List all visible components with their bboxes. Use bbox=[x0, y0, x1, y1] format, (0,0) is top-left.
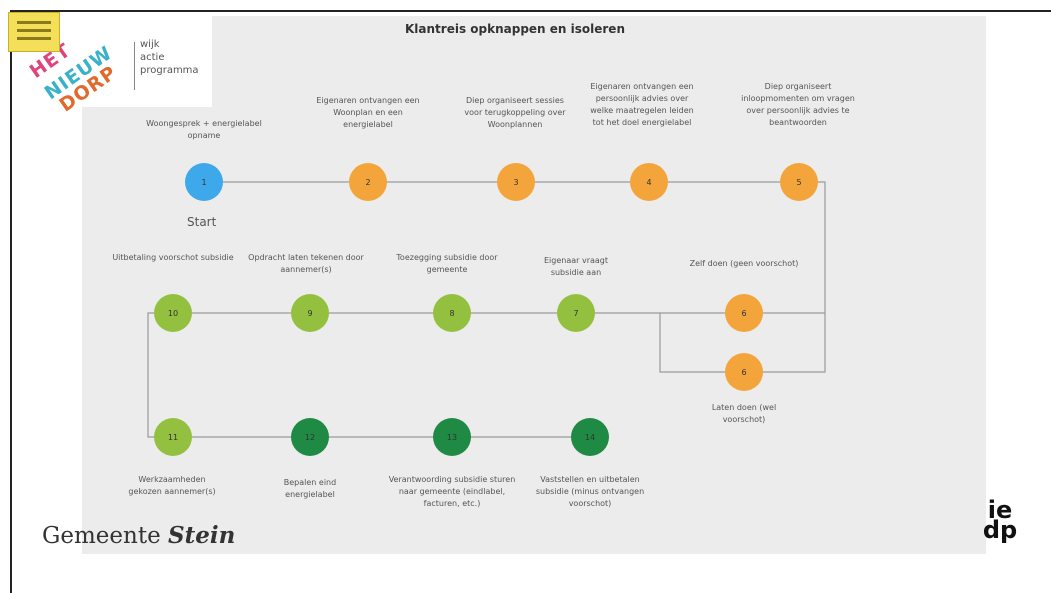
step-label-8: Toezegging subsidie door gemeente bbox=[396, 253, 498, 274]
right-connector-bottom bbox=[744, 313, 826, 373]
municipality-prefix: Gemeente bbox=[42, 523, 161, 549]
step-node-2: 2 bbox=[349, 163, 387, 201]
step-label-2: Eigenaren ontvangen een Woonplan en een … bbox=[316, 96, 420, 129]
step-node-3: 3 bbox=[497, 163, 535, 201]
logo-subtitle-line-3: programma bbox=[140, 65, 199, 76]
municipality-name: Gemeente Stein bbox=[42, 522, 235, 549]
step-label-10: Uitbetaling voorschot subsidie bbox=[112, 253, 234, 262]
step-label-14: Vaststellen en uitbetalen subsidie (minu… bbox=[535, 475, 645, 508]
step-label-9: Opdracht laten tekenen door aannemer(s) bbox=[248, 253, 364, 274]
step-node-6b: 6 bbox=[725, 353, 763, 391]
step-node-1: 1 bbox=[185, 163, 223, 201]
diagram-title: Klantreis opknappen en isoleren bbox=[405, 22, 625, 36]
iedp-logo: ie dp bbox=[976, 496, 1024, 544]
notes-icon[interactable] bbox=[8, 12, 60, 52]
logo-subtitle-line-1: wijk bbox=[140, 39, 160, 50]
step-node-11: 11 bbox=[154, 418, 192, 456]
step-label-4: Eigenaren ontvangen een persoonlijk advi… bbox=[590, 82, 694, 127]
municipality-name-bold: Stein bbox=[168, 522, 236, 549]
step-label-1: Woongesprek + energielabel opname bbox=[146, 119, 262, 140]
diagram-panel bbox=[82, 16, 986, 554]
step-node-10: 10 bbox=[154, 294, 192, 332]
right-connector-top bbox=[744, 181, 826, 314]
step-label-6a: Zelf doen (geen voorschot) bbox=[689, 259, 799, 268]
step-label-12: Bepalen eind energielabel bbox=[283, 478, 337, 499]
logo-separator bbox=[134, 42, 135, 90]
step-node-6a: 6 bbox=[725, 294, 763, 332]
iedp-logo-top: ie bbox=[987, 496, 1013, 524]
start-label: Start bbox=[187, 215, 217, 229]
step-label-11: Werkzaamheden gekozen aannemer(s) bbox=[128, 475, 216, 496]
logo-subtitle: wijk actie programma bbox=[140, 38, 199, 77]
step-label-7: Eigenaar vraagt subsidie aan bbox=[543, 256, 609, 277]
frame-left-border bbox=[10, 10, 12, 593]
logo-subtitle-line-2: actie bbox=[140, 52, 165, 63]
step-label-6b: Laten doen (wel voorschot) bbox=[711, 403, 777, 424]
step-node-13: 13 bbox=[433, 418, 471, 456]
step-label-3: Diep organiseert sessies voor terugkoppe… bbox=[464, 96, 566, 129]
branch-connector bbox=[659, 313, 744, 373]
iedp-logo-bottom: dp bbox=[982, 516, 1018, 544]
step-node-7: 7 bbox=[557, 294, 595, 332]
step-node-8: 8 bbox=[433, 294, 471, 332]
step-label-13: Verantwoording subsidie sturen naar geme… bbox=[388, 475, 516, 508]
step-label-5: Diep organiseert inloopmomenten om vrage… bbox=[741, 82, 855, 127]
step-node-4: 4 bbox=[630, 163, 668, 201]
frame-top-border bbox=[10, 10, 1051, 12]
step-node-14: 14 bbox=[571, 418, 609, 456]
step-node-9: 9 bbox=[291, 294, 329, 332]
step-node-5: 5 bbox=[780, 163, 818, 201]
step-node-12: 12 bbox=[291, 418, 329, 456]
